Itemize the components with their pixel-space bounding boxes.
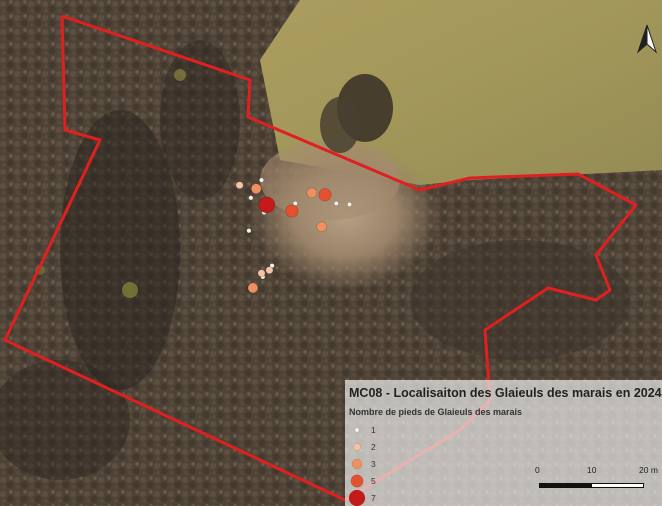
legend-subtitle: Nombre de pieds de Glaieuls des marais [349,407,523,417]
legend-label: 1 [371,425,376,435]
legend-symbol [351,458,363,470]
glaieul-point-1[interactable] [292,200,298,206]
glaieul-point-1[interactable] [333,200,339,206]
legend-label: 3 [371,459,376,469]
legend-label: 5 [371,476,376,486]
scale-label-10: 10 [587,465,597,475]
scale-bar: 0 10 20 m [535,465,658,497]
glaieul-point-2[interactable] [257,269,266,278]
scale-label-0: 0 [535,465,540,475]
glaieul-point-2[interactable] [265,266,274,275]
legend-item-7: 7 [345,490,405,506]
glaieul-point-3[interactable] [316,221,328,232]
map-title: MC08 - Localisaiton des Glaieuls des mar… [349,386,662,400]
map-legend: MC08 - Localisaiton des Glaieuls des mar… [345,380,662,506]
scale-segment-dark [539,483,592,488]
legend-item-5: 5 [345,473,405,489]
glaieul-point-5[interactable] [318,188,332,202]
scale-label-20: 20 m [639,465,658,475]
legend-symbol [348,490,366,506]
glaieul-point-2[interactable] [235,181,244,190]
legend-symbol [354,427,360,433]
legend-item-3: 3 [345,456,405,472]
glaieul-point-1[interactable] [248,195,254,201]
study-area-boundary [3,14,638,502]
legend-label: 7 [371,493,376,503]
glaieul-point-1[interactable] [346,201,352,207]
legend-item-1: 1 [345,422,405,438]
glaieul-point-3[interactable] [306,187,318,199]
north-arrow-icon [636,24,658,54]
legend-item-2: 2 [345,439,405,455]
legend-symbol [353,443,361,451]
glaieul-point-5[interactable] [285,204,299,218]
glaieul-point-7[interactable] [258,196,276,214]
legend-symbol [350,474,364,488]
glaieul-point-3[interactable] [250,183,262,194]
scale-segment-light [591,483,644,488]
glaieul-point-1[interactable] [246,228,252,234]
glaieul-points-layer [235,177,352,294]
glaieul-point-3[interactable] [247,282,259,294]
legend-label: 2 [371,442,376,452]
glaieul-point-1[interactable] [258,177,264,183]
